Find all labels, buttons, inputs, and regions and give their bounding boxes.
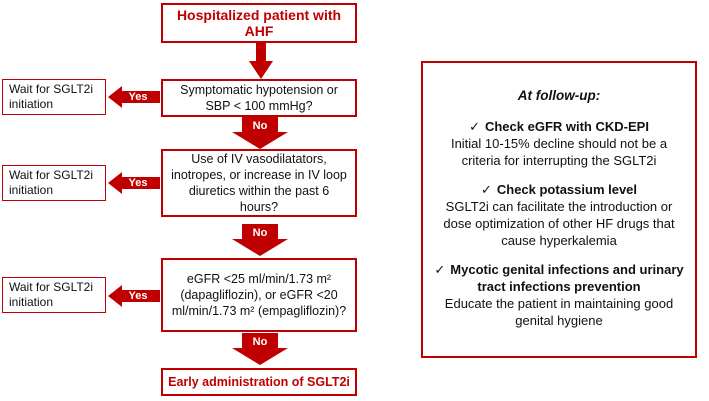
down-arrow — [249, 43, 273, 79]
question-text: Use of IV vasodilatators, inotropes, or … — [171, 152, 347, 214]
section-body: Educate the patient in maintaining good … — [444, 296, 674, 328]
final-box: Early administration of SGLT2i — [161, 368, 357, 396]
final-text: Early administration of SGLT2i — [168, 375, 350, 389]
no-label: No — [252, 336, 268, 348]
follow-up-section-infections: ✓ Mycotic genital infections and urinary … — [423, 261, 695, 329]
no-arrow — [232, 224, 288, 256]
no-arrow — [232, 117, 288, 149]
wait-text: Wait for SGLT2i initiation — [9, 280, 94, 309]
check-icon: ✓ — [469, 119, 480, 134]
follow-up-panel: At follow-up: ✓ Check eGFR with CKD-EPI I… — [421, 61, 697, 358]
section-title: Check eGFR with CKD-EPI — [484, 119, 649, 134]
yes-arrow — [108, 172, 160, 194]
question-box-egfr: eGFR <25 ml/min/1.73 m² (dapagliflozin),… — [161, 258, 357, 332]
wait-box: Wait for SGLT2i initiation — [2, 79, 106, 115]
flowchart-title: Hospitalized patient with AHF — [176, 7, 342, 39]
question-box-iv-therapy: Use of IV vasodilatators, inotropes, or … — [161, 149, 357, 217]
wait-text: Wait for SGLT2i initiation — [9, 168, 94, 197]
section-title: Check potassium level — [496, 182, 638, 197]
follow-up-heading: At follow-up: — [517, 88, 601, 103]
follow-up-section-potassium: ✓ Check potassium level SGLT2i can facili… — [423, 181, 695, 249]
yes-label: Yes — [128, 177, 148, 189]
no-label: No — [252, 120, 268, 132]
yes-arrow — [108, 285, 160, 307]
wait-box: Wait for SGLT2i initiation — [2, 277, 106, 313]
question-text: Symptomatic hypotension or SBP < 100 mmH… — [180, 83, 338, 113]
section-body: Initial 10-15% decline should not be a c… — [450, 136, 668, 168]
section-body: SGLT2i can facilitate the introduction o… — [443, 199, 675, 248]
section-title: Mycotic genital infections and urinary t… — [450, 262, 684, 294]
check-icon: ✓ — [480, 182, 492, 197]
wait-text: Wait for SGLT2i initiation — [9, 82, 94, 111]
no-label: No — [252, 227, 268, 239]
question-text: eGFR <25 ml/min/1.73 m² (dapagliflozin),… — [171, 272, 347, 318]
yes-arrow — [108, 86, 160, 108]
yes-label: Yes — [128, 290, 148, 302]
follow-up-section-egfr: ✓ Check eGFR with CKD-EPI Initial 10-15% … — [423, 118, 695, 169]
yes-label: Yes — [128, 91, 148, 103]
wait-box: Wait for SGLT2i initiation — [2, 165, 106, 201]
title-box: Hospitalized patient with AHF — [161, 3, 357, 43]
check-icon: ✓ — [434, 262, 446, 277]
question-box-hypotension: Symptomatic hypotension or SBP < 100 mmH… — [161, 79, 357, 117]
no-arrow — [232, 333, 288, 365]
